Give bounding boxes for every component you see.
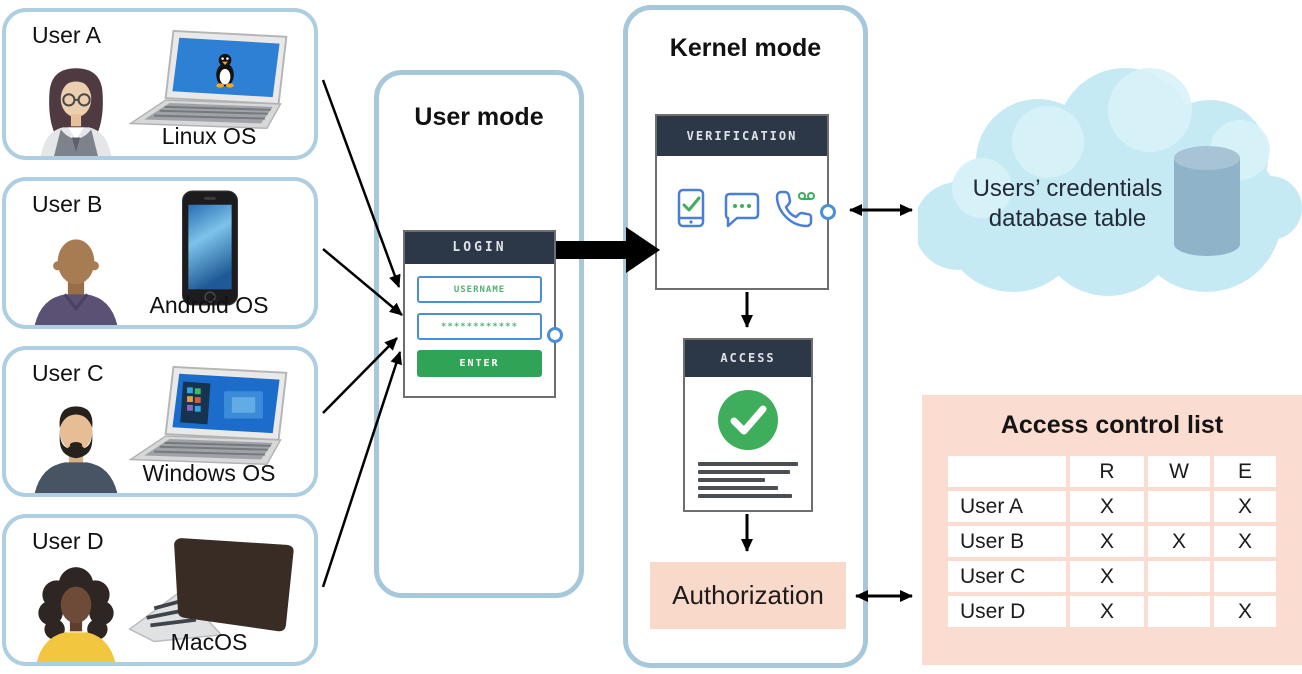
check-circle-icon <box>718 390 778 450</box>
acl-table: R W E User A X X User B X X X User C X <box>944 452 1280 631</box>
verification-header: VERIFICATION <box>657 116 827 156</box>
user-d-os-label: MacOS <box>170 629 248 655</box>
password-input[interactable]: ************ <box>417 313 542 340</box>
cloud-label: Users’ credentials database table <box>950 174 1185 234</box>
macbook-icon <box>128 538 294 643</box>
acl-cell-r: X <box>1070 526 1144 557</box>
user-d-label: User D <box>32 528 104 554</box>
linux-laptop-icon <box>128 29 288 130</box>
bald-man-avatar <box>34 239 118 325</box>
acl-cell-user: User A <box>948 491 1066 522</box>
verification-card: VERIFICATION <box>655 114 836 290</box>
cloud-label-line2: database table <box>988 205 1147 232</box>
access-header: ACCESS <box>685 340 811 377</box>
kernel-mode-title: Kernel mode <box>669 34 822 62</box>
user-c-os-label: Windows OS <box>142 460 276 486</box>
acl-header-row: R W E <box>948 456 1276 487</box>
verification-connector-dot <box>820 204 836 220</box>
acl-row-user-d: User D X X <box>948 596 1276 627</box>
acl-title: Access control list <box>1000 411 1224 439</box>
acl-row-user-c: User C X <box>948 561 1276 592</box>
curly-hair-woman-avatar <box>36 567 116 662</box>
user-b-box: User B Android OS <box>2 177 318 329</box>
database-cylinder-icon <box>1174 146 1240 256</box>
cloud-label-line1: Users’ credentials <box>972 175 1163 202</box>
authorization-box: Authorization <box>650 562 846 629</box>
acl-cell-w: X <box>1148 526 1210 557</box>
user-a-os-label: Linux OS <box>161 123 257 149</box>
acl-cell-e: X <box>1214 596 1276 627</box>
acl-col-e: E <box>1214 456 1276 487</box>
user-c-label: User C <box>32 360 104 386</box>
acl-row-user-a: User A X X <box>948 491 1276 522</box>
phone-voicemail-icon <box>776 190 816 228</box>
login-header: LOGIN <box>405 232 554 264</box>
acl-cell-user: User C <box>948 561 1066 592</box>
acl-cell-w <box>1148 491 1210 522</box>
acl-cell-e: X <box>1214 491 1276 522</box>
acl-col-user <box>948 456 1066 487</box>
login-connector-dot <box>547 327 563 343</box>
acl-cell-e <box>1214 561 1276 592</box>
user-a-label: User A <box>32 22 102 48</box>
acl-cell-e: X <box>1214 526 1276 557</box>
acl-cell-user: User B <box>948 526 1066 557</box>
acl-col-r: R <box>1070 456 1144 487</box>
acl-cell-user: User D <box>948 596 1066 627</box>
acl-row-user-b: User B X X X <box>948 526 1276 557</box>
chat-dots-icon <box>724 192 760 228</box>
user-d-box: User D MacOS <box>2 514 318 666</box>
acl-cell-r: X <box>1070 596 1144 627</box>
acl-cell-w <box>1148 596 1210 627</box>
user-mode-title: User mode <box>414 103 544 131</box>
acl-panel: Access control list R W E User A X X Use… <box>922 395 1302 665</box>
windows-laptop-icon <box>128 365 288 466</box>
user-b-os-label: Android OS <box>149 292 269 318</box>
android-phone-icon <box>181 190 239 306</box>
username-input[interactable]: USERNAME <box>417 276 542 303</box>
user-b-label: User B <box>32 191 103 217</box>
access-card: ACCESS <box>683 338 813 512</box>
login-card: LOGIN USERNAME ************ ENTER <box>403 230 563 398</box>
acl-cell-r: X <box>1070 561 1144 592</box>
cloud-shape <box>918 68 1302 296</box>
acl-cell-r: X <box>1070 491 1144 522</box>
acl-cell-w <box>1148 561 1210 592</box>
device-check-icon <box>677 188 704 228</box>
enter-button[interactable]: ENTER <box>417 350 542 377</box>
bearded-man-avatar <box>34 406 118 493</box>
authorization-label: Authorization <box>672 580 824 610</box>
woman-glasses-avatar <box>40 68 112 156</box>
user-a-box: User A Linux OS <box>2 8 318 160</box>
acl-col-w: W <box>1148 456 1210 487</box>
document-text-lines <box>698 462 798 498</box>
user-c-box: User C Windows OS <box>2 346 318 497</box>
